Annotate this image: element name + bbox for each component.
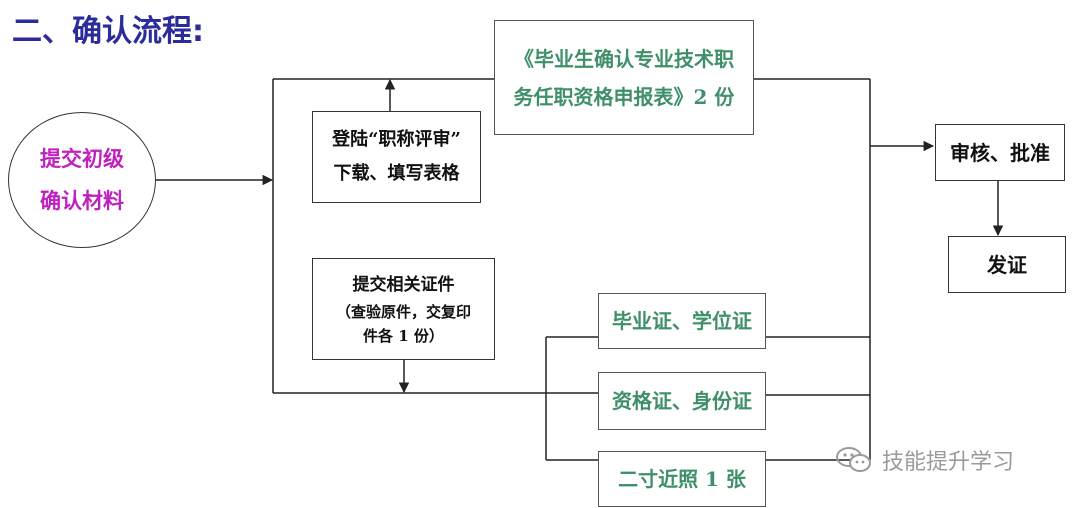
form-line-1: 《毕业生确认专业技术职 <box>514 46 734 71</box>
submit-note-line-2: 件各 1 份） <box>363 327 444 345</box>
document-item: 资格证、身份证 <box>598 372 766 430</box>
issue-label: 发证 <box>987 252 1027 277</box>
start-line-1: 提交初级 <box>40 146 124 171</box>
submit-note-line-1: （查验原件，交复印 <box>335 303 471 321</box>
issue-box: 发证 <box>948 236 1066 293</box>
document-label: 毕业证、学位证 <box>612 309 752 333</box>
start-line-2: 确认材料 <box>40 188 124 213</box>
form-line-2: 务任职资格申报表》2 份 <box>513 84 735 109</box>
document-item: 毕业证、学位证 <box>598 293 766 349</box>
form-box: 《毕业生确认专业技术职 务任职资格申报表》2 份 <box>494 20 754 135</box>
document-label: 二寸近照 1 张 <box>618 467 746 491</box>
document-label: 资格证、身份证 <box>612 389 752 413</box>
watermark-text: 技能提升学习 <box>882 450 1015 475</box>
review-box: 审核、批准 <box>935 124 1065 181</box>
login-line-2: 下载、填写表格 <box>333 163 460 184</box>
page-title: 二、确认流程: <box>12 14 204 49</box>
submit-box: 提交相关证件 （查验原件，交复印 件各 1 份） <box>312 258 495 360</box>
wechat-icon <box>836 447 871 472</box>
watermark: 技能提升学习 <box>834 444 1014 476</box>
start-node: 提交初级 确认材料 <box>8 112 156 248</box>
submit-title: 提交相关证件 <box>352 275 455 295</box>
document-item: 二寸近照 1 张 <box>598 451 766 507</box>
login-box: 登陆“职称评审” 下载、填写表格 <box>312 111 481 203</box>
review-label: 审核、批准 <box>950 140 1050 165</box>
login-line-1: 登陆“职称评审” <box>332 129 461 150</box>
